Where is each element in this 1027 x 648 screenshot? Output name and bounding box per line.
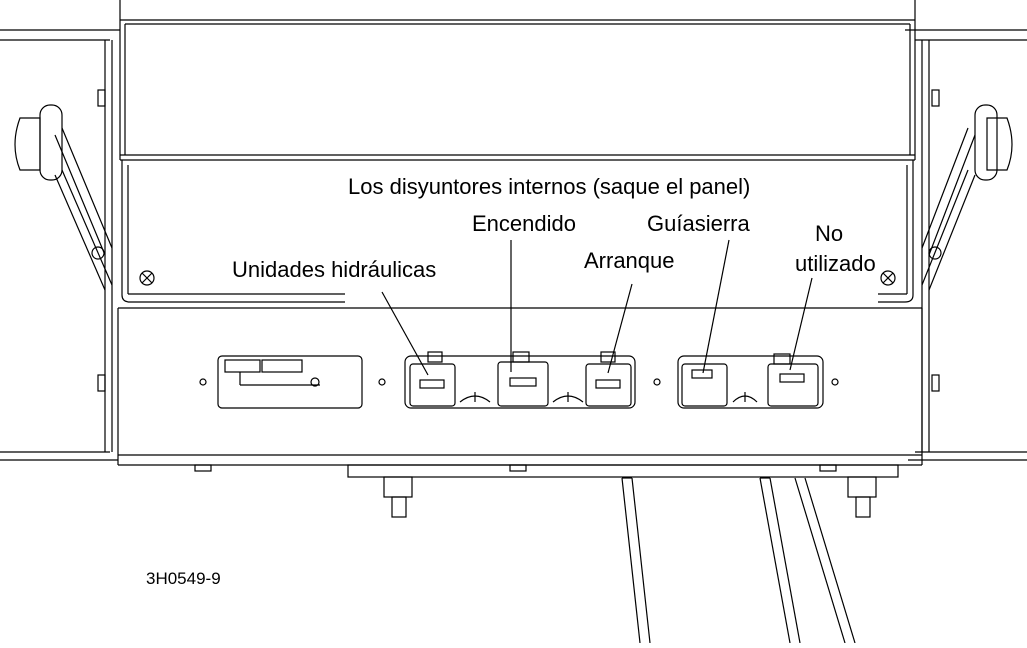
bolt-right (847, 476, 877, 518)
label-saw-guide: Guíasierra (647, 211, 750, 236)
right-side-frame (905, 29, 1027, 461)
removable-panel (121, 160, 914, 303)
connector-block (199, 355, 386, 409)
support-arm (621, 477, 856, 644)
label-unused-line1: No (815, 221, 843, 246)
figure-code: 3H0549-9 (146, 569, 221, 588)
main-breaker-block (404, 351, 661, 409)
bolt-left (383, 476, 413, 518)
right-breaker-block (677, 353, 839, 409)
label-start: Arranque (584, 248, 675, 273)
internal-breakers-title: Los disyuntores internos (saque el panel… (348, 174, 750, 199)
label-hydraulics: Unidades hidráulicas (232, 257, 436, 282)
left-side-frame (0, 29, 120, 461)
leader-lines (381, 239, 813, 376)
label-unused-line2: utilizado (795, 251, 876, 276)
label-power: Encendido (472, 211, 576, 236)
lower-housing (117, 307, 923, 478)
top-cover (119, 0, 916, 161)
